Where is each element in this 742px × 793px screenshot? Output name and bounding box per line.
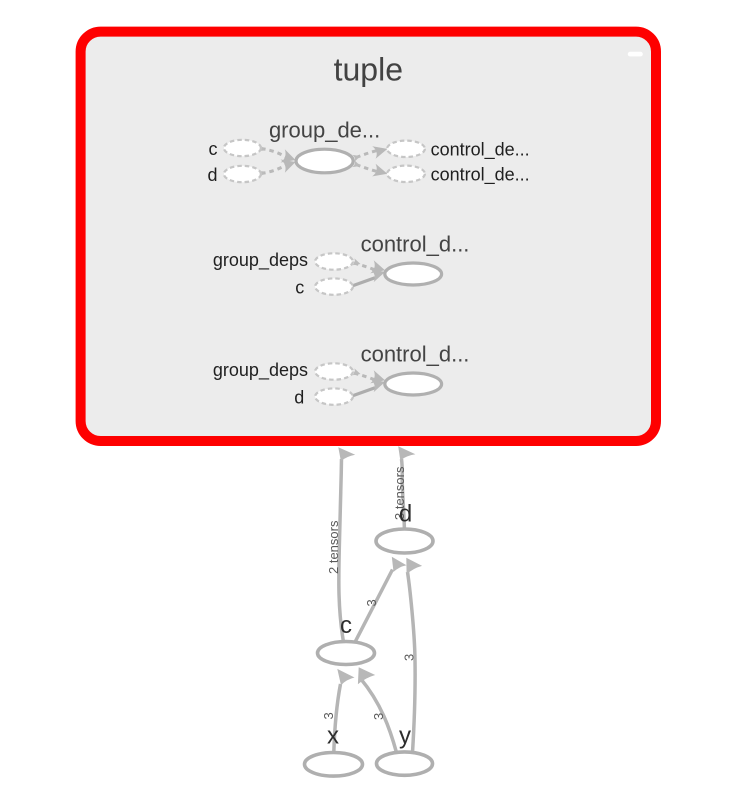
svg-text:control_de...: control_de... [431,164,530,185]
svg-text:y: y [399,723,411,750]
svg-text:tuple: tuple [334,52,403,88]
svg-text:3: 3 [402,654,417,661]
svg-text:d: d [207,165,217,185]
svg-text:3: 3 [321,712,336,719]
svg-text:2 tensors: 2 tensors [326,520,341,574]
svg-text:x: x [327,723,339,750]
svg-text:control_de...: control_de... [431,139,530,160]
svg-text:group_deps: group_deps [213,250,308,271]
svg-text:3 tensors: 3 tensors [392,466,407,520]
svg-text:c: c [209,139,218,159]
svg-text:c: c [295,278,304,298]
svg-text:d: d [294,388,304,408]
svg-text:d: d [399,501,412,528]
svg-text:group_deps: group_deps [213,360,308,381]
svg-text:group_de...: group_de... [269,117,380,142]
svg-text:3: 3 [364,599,379,606]
svg-text:control_d...: control_d... [361,231,470,256]
svg-text:3: 3 [371,713,386,720]
svg-text:c: c [340,612,352,639]
svg-text:control_d...: control_d... [361,341,470,366]
